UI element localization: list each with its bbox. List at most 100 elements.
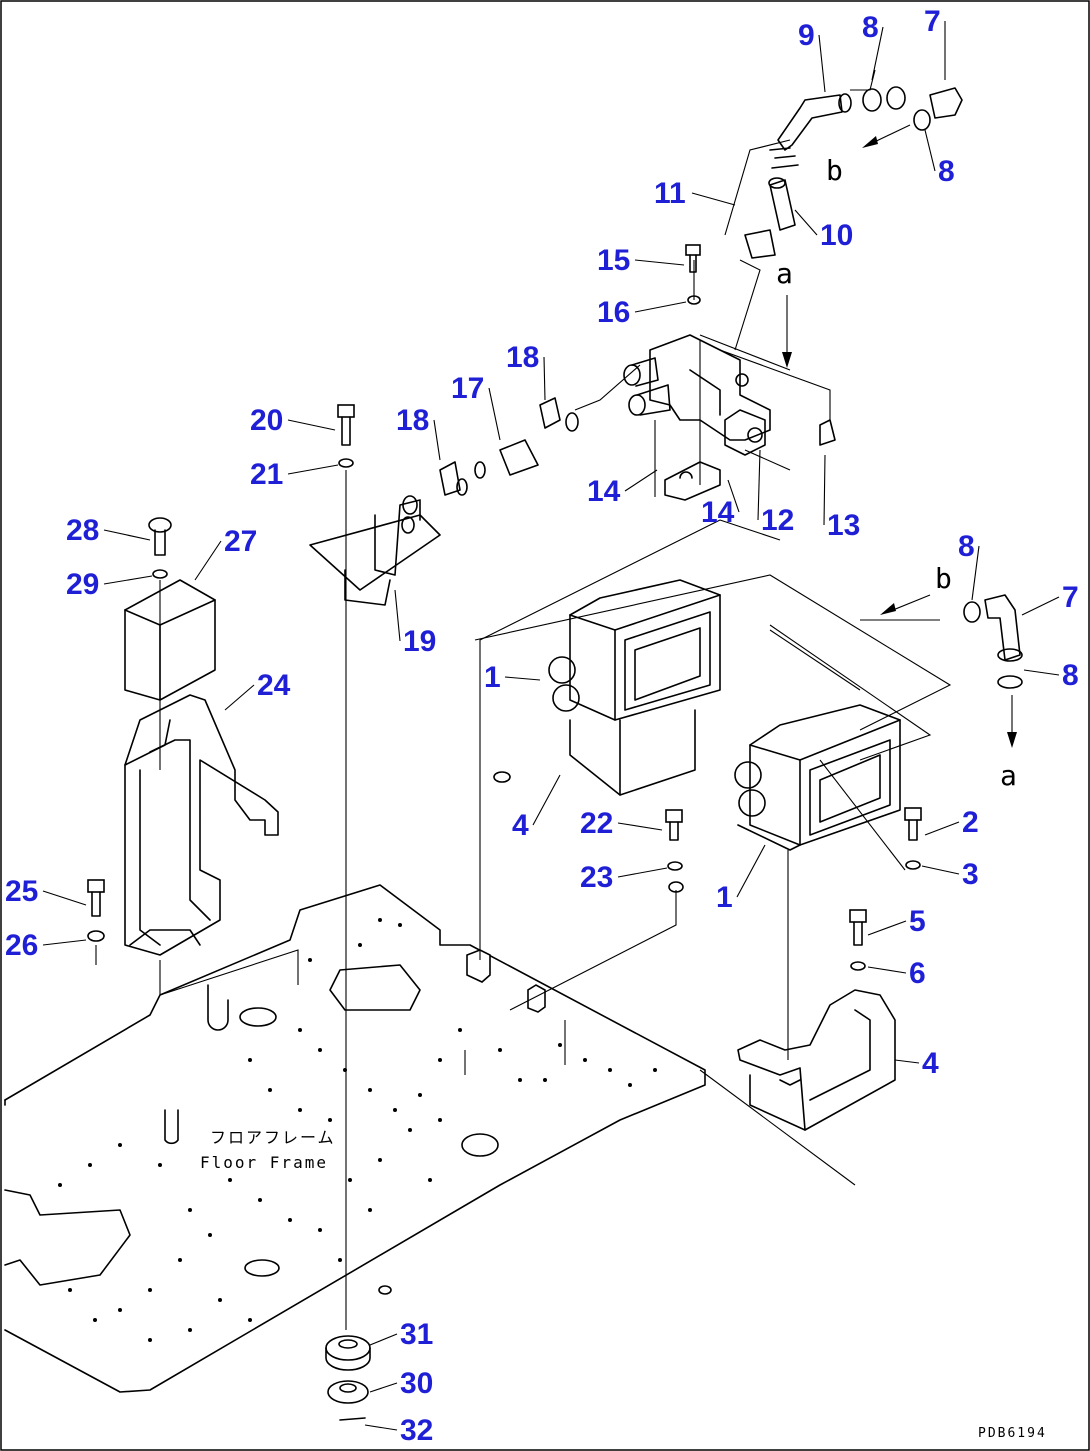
callout-8: 8 [1062, 659, 1079, 692]
callout-6: 6 [909, 957, 926, 990]
plate-hole [118, 1143, 122, 1147]
callout-18: 18 [396, 404, 429, 437]
leader-14 [727, 479, 740, 513]
plate-hole [298, 1028, 302, 1032]
callout-1: 1 [484, 661, 501, 694]
callout-2: 2 [962, 806, 979, 839]
leader-8 [971, 545, 980, 601]
leader-15 [634, 259, 685, 266]
callout-22: 22 [580, 807, 613, 840]
leader-18 [543, 356, 546, 401]
leader-7 [1021, 596, 1060, 616]
plate-hole [188, 1328, 192, 1332]
plate-hole [218, 1298, 222, 1302]
callout-19: 19 [403, 625, 436, 658]
plate-hole [268, 1088, 272, 1092]
callout-10: 10 [820, 219, 853, 252]
plate-hole [148, 1288, 152, 1292]
leader-25 [42, 890, 87, 906]
callout-20: 20 [250, 404, 283, 437]
plate-hole [628, 1083, 632, 1087]
leader-14 [624, 469, 658, 492]
plate-hole [348, 1178, 352, 1182]
callout-1: 1 [716, 881, 733, 914]
view-letter-b-top: b [826, 154, 843, 187]
bracket-24 [124, 694, 279, 956]
plate-hole [88, 1163, 92, 1167]
plate-hole [653, 1068, 657, 1072]
leader-8 [1023, 669, 1060, 676]
callout-8: 8 [958, 530, 975, 563]
leader-23 [617, 867, 668, 878]
callout-5: 5 [909, 905, 926, 938]
callout-21: 21 [250, 458, 283, 491]
callout-11: 11 [654, 177, 686, 210]
tube-10 [744, 147, 799, 259]
reference-lines [95, 69, 952, 1330]
plate-hole [228, 1178, 232, 1182]
plate-hole [438, 1118, 442, 1122]
leader-16 [634, 301, 687, 313]
leader-17 [488, 387, 501, 441]
plate-hole [398, 923, 402, 927]
callout-16: 16 [597, 296, 630, 329]
callout-30: 30 [400, 1367, 433, 1400]
leader-2 [924, 821, 960, 836]
plate-hole [608, 1068, 612, 1072]
leader-8 [924, 129, 936, 172]
leader-30 [369, 1382, 398, 1393]
elbow-7-right [963, 594, 1023, 689]
valve-block [649, 334, 836, 456]
leader-6 [867, 966, 907, 974]
leader-12 [757, 449, 761, 521]
plate-hole [378, 1158, 382, 1162]
callout-26: 26 [5, 929, 38, 962]
leader-21 [287, 464, 339, 475]
callout-9: 9 [798, 19, 815, 52]
callout-7: 7 [924, 5, 941, 38]
plate-hole [248, 1058, 252, 1062]
callout-24: 24 [257, 669, 291, 702]
plate-hole [68, 1288, 72, 1292]
callout-29: 29 [66, 568, 99, 601]
callout-12: 12 [761, 504, 794, 537]
leader-29 [103, 575, 153, 585]
plate-hole [308, 958, 312, 962]
plate-hole [298, 1108, 302, 1112]
controller-upper [548, 579, 721, 796]
plate-hole [58, 1183, 62, 1187]
leader-9 [818, 34, 826, 93]
leader-4 [532, 774, 561, 826]
hose-9 [777, 93, 852, 151]
plate-hole [158, 1163, 162, 1167]
callout-17: 17 [451, 372, 484, 405]
fittings-18-17 [439, 357, 671, 496]
leader-4 [894, 1059, 920, 1064]
leader-28 [103, 529, 151, 541]
plate-hole [358, 943, 362, 947]
callout-13: 13 [827, 509, 860, 542]
clamps-8-top [862, 86, 963, 131]
plate-hole [458, 1028, 462, 1032]
plate-hole [118, 1308, 122, 1312]
leader-32 [364, 1424, 398, 1431]
bolts [87, 244, 922, 1421]
callout-28: 28 [66, 514, 99, 547]
callout-15: 15 [597, 244, 630, 277]
callout-14: 14 [587, 475, 621, 508]
callout-25: 25 [5, 875, 38, 908]
leader-18 [433, 419, 441, 461]
leader-31 [369, 1333, 398, 1346]
plate-hole [393, 1108, 397, 1112]
leader-19 [394, 589, 401, 642]
plate-hole [178, 1258, 182, 1262]
plate-hole [408, 1128, 412, 1132]
leader-22 [617, 822, 663, 831]
leader-3 [921, 865, 960, 875]
callout-3: 3 [962, 858, 979, 891]
leader-26 [42, 939, 87, 946]
plate-hole [428, 1178, 432, 1182]
